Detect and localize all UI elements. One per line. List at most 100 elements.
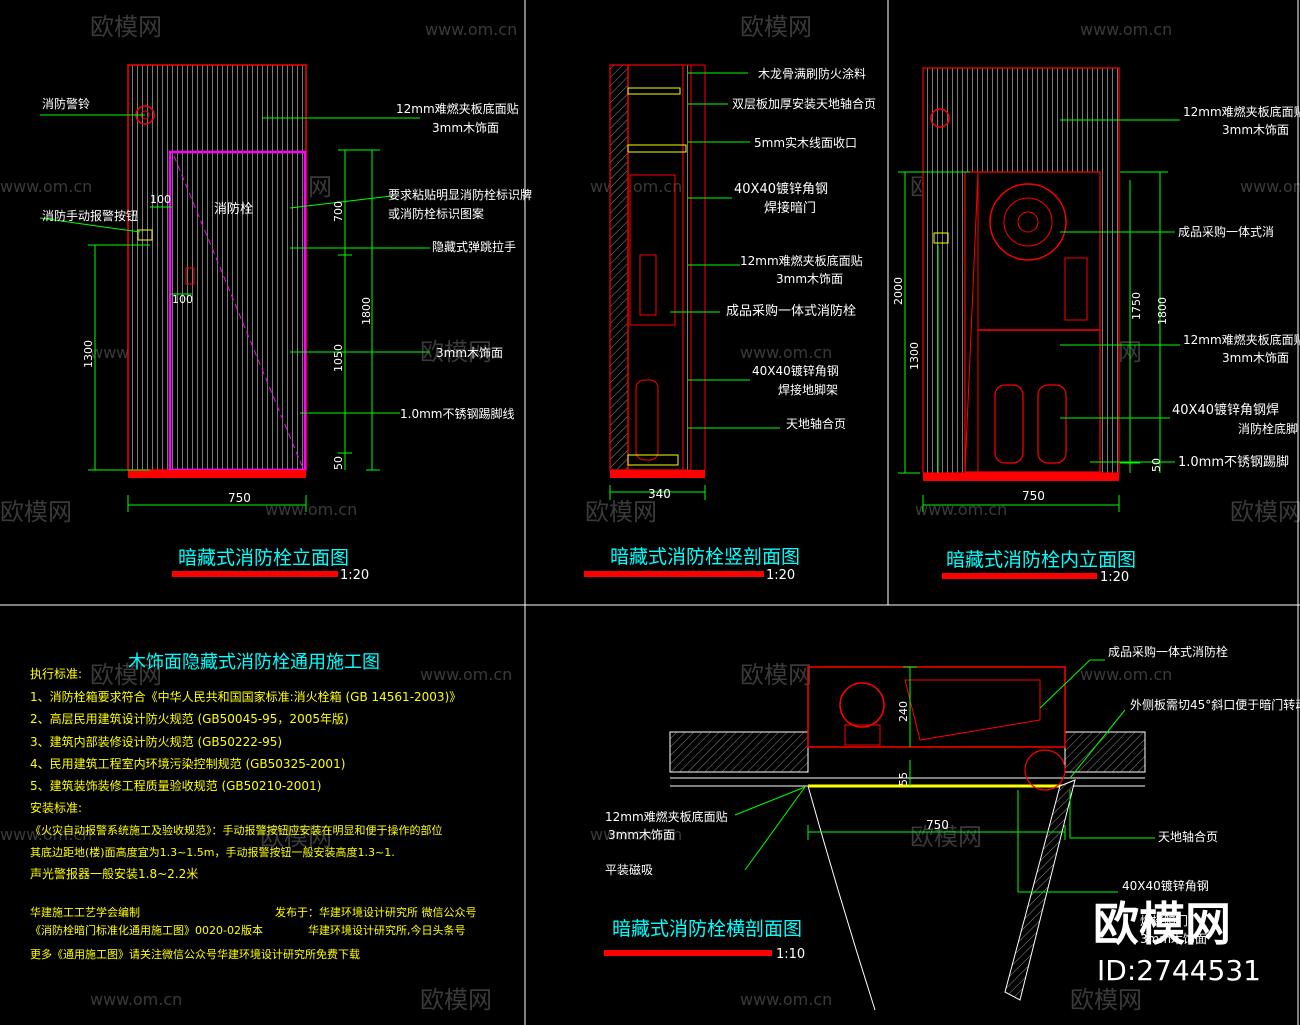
ie-dim-1300: 1300 xyxy=(908,342,921,370)
standard-4: 4、民用建筑工程室内环境污染控制规范 (GB50325-2001) xyxy=(30,756,345,771)
vs-label-5b: 3mm木饰面 xyxy=(776,272,843,286)
watermark-url: www.om.cn xyxy=(90,990,182,1009)
vs-label-4a: 40X40镀锌角钢 xyxy=(734,181,828,197)
watermark-brand: 欧模网 xyxy=(260,823,332,851)
wall-left xyxy=(669,731,809,773)
watermark-brand: 欧模网 xyxy=(740,661,812,689)
hs-label-2: 外侧板需切45°斜口便于暗门转动 xyxy=(1130,697,1300,712)
ie-dim-750: 750 xyxy=(1022,489,1045,503)
standard-2: 2、高层民用建筑设计防火规范 (GB50045-95，2005年版) xyxy=(30,711,349,726)
watermark-logo-large: 欧模网 xyxy=(1093,897,1231,951)
front-elevation-view: 消防警铃 消防手动报警按钮 12mm难燃夹板底面贴 3mm木饰面 要求粘贴明显消… xyxy=(39,64,532,583)
hydrant-valve-icon xyxy=(639,254,657,316)
hs-dim-55: 55 xyxy=(897,772,910,786)
wall-section xyxy=(609,64,629,471)
hs-label-4: 平装磁吸 xyxy=(605,862,653,877)
hose-reel-plan-icon xyxy=(839,682,885,728)
watermark-brand: 欧模网 xyxy=(1230,498,1300,526)
install-heading: 安装标准: xyxy=(30,800,82,815)
watermark-brand: 欧模网 xyxy=(90,661,162,689)
dim-100-b: 100 xyxy=(172,293,193,306)
label-veneer: 3mm木饰面 xyxy=(436,346,503,360)
push-handle-icon xyxy=(185,267,195,285)
footer-compiled: 华建施工工艺学会编制 xyxy=(30,905,140,919)
watermark-brand: 欧模网 xyxy=(585,498,657,526)
dim-1300: 1300 xyxy=(82,340,95,368)
footer-published: 发布于：华建环境设计研究所 微信公众号 xyxy=(275,905,477,919)
cabinet-body xyxy=(964,171,1101,473)
footer-more: 更多《通用施工图》请关注微信公众号华建环境设计研究所免费下载 xyxy=(30,947,360,961)
hose-cabinet xyxy=(629,174,676,326)
watermark-url: www.om.cn xyxy=(1080,665,1172,684)
extinguisher-2-icon xyxy=(1037,384,1067,464)
extinguisher-1-icon xyxy=(994,384,1024,464)
label-manual-button: 消防手动报警按钮 xyxy=(42,208,138,223)
watermark-brand: 欧模网 xyxy=(910,823,982,851)
front-elevation-scale: 1:20 xyxy=(340,568,369,583)
skirting-base xyxy=(128,470,306,478)
vs-label-8: 天地轴合页 xyxy=(786,416,846,431)
vs-label-4b: 焊接暗门 xyxy=(764,200,816,216)
horizontal-section-scale: 1:10 xyxy=(776,947,805,962)
dim-700: 700 xyxy=(332,201,345,222)
ie-label-2: 成品采购一体式消 xyxy=(1178,224,1274,239)
vs-label-1: 木龙骨满刷防火涂料 xyxy=(758,66,866,81)
label-skirting: 1.0mm不锈钢踢脚线 xyxy=(400,406,514,421)
vertical-section-view: 木龙骨满刷防火涂料 双层板加厚安装天地轴合页 5mm实木线面收口 40X40镀锌… xyxy=(584,64,876,583)
vs-label-5a: 12mm难燃夹板底面贴 xyxy=(740,253,863,268)
hs-label-5: 天地轴合页 xyxy=(1158,829,1218,844)
watermark-brand: 欧模网 xyxy=(1070,986,1142,1014)
label-sign-1: 要求粘贴明显消防栓标识牌 xyxy=(388,187,532,202)
hs-label-1: 成品采购一体式消防栓 xyxy=(1108,644,1228,659)
footer-toutiao: 华建环境设计研究所,今日头条号 xyxy=(308,923,466,937)
hs-label-6c: 3mm木饰面 xyxy=(1140,932,1207,946)
ie-label-3a: 12mm难燃夹板底面贴 xyxy=(1183,332,1300,347)
horizontal-section-title: 暗藏式消防栓横剖面图 xyxy=(612,918,802,940)
hose-reel-icon xyxy=(989,183,1067,261)
notes-title: 木饰面隐藏式消防栓通用施工图 xyxy=(128,652,380,673)
manual-alarm-button-icon xyxy=(137,229,153,241)
standards-heading: 执行标准: xyxy=(30,667,82,681)
watermark-brand: 欧模网 xyxy=(420,986,492,1014)
watermark-url: www.om.cn xyxy=(1240,177,1300,196)
wall-right xyxy=(1064,731,1146,773)
standard-5: 5、建筑装饰装修工程质量验收规范 (GB50210-2001) xyxy=(30,778,321,793)
install-3: 声光警报器一般安装1.8~2.2米 xyxy=(30,866,198,881)
watermark-id: ID:2744531 xyxy=(1097,954,1261,987)
dim-750: 750 xyxy=(228,491,251,505)
ie-label-5: 1.0mm不锈钢踢脚 xyxy=(1178,454,1289,470)
label-panel-1: 12mm难燃夹板底面贴 xyxy=(396,101,519,116)
dim-50: 50 xyxy=(332,456,345,470)
interior-elevation-title: 暗藏式消防栓内立面图 xyxy=(946,549,1136,571)
vertical-section-title: 暗藏式消防栓竖剖面图 xyxy=(610,546,800,568)
dim-100-a: 100 xyxy=(150,193,171,206)
vertical-section-scale: 1:20 xyxy=(766,568,795,583)
valve-icon xyxy=(1064,257,1088,321)
standard-3: 3、建筑内部装修设计防火规范 (GB50222-95) xyxy=(30,734,282,749)
label-alarm-bell: 消防警铃 xyxy=(42,96,90,111)
vs-label-6: 成品采购一体式消防栓 xyxy=(726,303,856,319)
watermark-brand: 欧模网 xyxy=(420,338,492,366)
hs-label-3a: 12mm难燃夹板底面贴 xyxy=(605,809,728,824)
watermark-url: www.om.cn xyxy=(740,343,832,362)
ie-label-1a: 12mm难燃夹板底面贴 xyxy=(1183,104,1300,119)
hs-dim-750: 750 xyxy=(926,818,949,832)
vs-label-2: 双层板加厚安装天地轴合页 xyxy=(732,96,876,111)
watermark-url: www.om.cn xyxy=(590,825,682,844)
dim-1050: 1050 xyxy=(332,344,345,372)
title-underline xyxy=(172,571,338,577)
watermark-url: www.om.cn xyxy=(1080,20,1172,39)
interior-elevation-view: 12mm难燃夹板底面贴 3mm木饰面 成品采购一体式消 12mm难燃夹板底面贴 … xyxy=(892,67,1300,585)
vs-label-3: 5mm实木线面收口 xyxy=(754,135,857,150)
interior-elevation-scale: 1:20 xyxy=(1100,570,1129,585)
hs-label-3b: 3mm木饰面 xyxy=(608,828,675,842)
label-sign-2: 或消防栓标识图案 xyxy=(388,206,484,221)
watermark-url: www.om.cn xyxy=(420,665,512,684)
watermark-url: www.om.cn xyxy=(265,500,357,519)
vs-label-7a: 40X40镀锌角钢 xyxy=(752,364,839,378)
label-panel-2: 3mm木饰面 xyxy=(432,121,499,135)
hs-label-6a: 40X40镀锌角钢 xyxy=(1122,879,1209,893)
standard-1: 1、消防栓箱要求符合《中华人民共和国国家标准:消火栓箱 (GB 14561-20… xyxy=(30,689,461,704)
